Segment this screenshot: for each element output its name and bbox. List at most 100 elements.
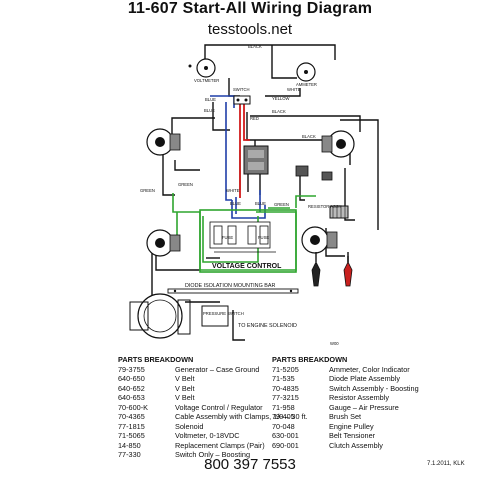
part-number: 640-650 bbox=[118, 374, 145, 383]
parts-row: 70-048 Engine Pulley bbox=[272, 422, 419, 432]
part-number: 71-958 bbox=[272, 402, 295, 412]
generator-bottom-right bbox=[301, 226, 338, 254]
parts-row: 70-600-K Voltage Control / Regulator bbox=[118, 403, 308, 413]
label-green-mid: GREEN bbox=[274, 202, 289, 207]
generator-bottom-left bbox=[146, 229, 181, 257]
parts-row: 630-001 Belt Tensioner bbox=[272, 431, 419, 441]
phone-number: 800 397 7553 bbox=[204, 456, 296, 473]
parts-row: 640-652 V Belt bbox=[118, 384, 308, 394]
solenoid-assembly bbox=[243, 145, 269, 175]
label-blue-mid-2: BLUE bbox=[255, 201, 266, 206]
label-black-mid: BLACK bbox=[272, 109, 286, 114]
part-number: 640-652 bbox=[118, 383, 145, 393]
part-description: Clutch Assembly bbox=[329, 440, 383, 450]
parts-row: 640-650 V Belt bbox=[118, 374, 308, 384]
small-relay bbox=[295, 165, 333, 181]
label-green-left-2: GREEN bbox=[178, 182, 193, 187]
label-voltage-control: VOLTAGE CONTROL bbox=[212, 263, 282, 270]
website-label: tesstools.net bbox=[207, 21, 293, 38]
part-number: 77-1815 bbox=[118, 421, 145, 431]
parts-list-left: PARTS BREAKDOWN 79-3755 Generator – Case … bbox=[118, 355, 308, 460]
voltmeter-gauge bbox=[188, 58, 216, 78]
label-pressure-switch: PRESSURE SWITCH bbox=[203, 311, 244, 316]
label-diode-bar: DIODE ISOLATION MOUNTING BAR bbox=[185, 283, 275, 289]
red-wires bbox=[239, 104, 250, 198]
part-description: Engine Pulley bbox=[329, 421, 374, 431]
part-number: 70-048 bbox=[272, 421, 295, 431]
label-blue: BLUE bbox=[205, 97, 216, 102]
label-switch: SWITCH bbox=[233, 87, 250, 92]
black-wires bbox=[151, 44, 379, 341]
part-number: 71-5065 bbox=[118, 431, 145, 440]
part-description: Switch Only – Boosting bbox=[175, 450, 251, 459]
parts-row: 71-958 Gauge – Air Pressure bbox=[272, 403, 419, 413]
part-description: Cable Assembly with Clamps, 1/0 – 30 ft. bbox=[175, 412, 308, 421]
part-number: 77-330 bbox=[118, 450, 141, 459]
label-fuse-2: FUSE bbox=[258, 235, 269, 240]
label-ammeter: AMMETER bbox=[296, 82, 317, 87]
label-voltmeter: VOLTMETER bbox=[194, 78, 219, 83]
part-number: 630-001 bbox=[272, 431, 299, 440]
label-red: RED bbox=[250, 116, 259, 121]
label-w00: W00 bbox=[330, 341, 339, 346]
part-description: Solenoid bbox=[175, 421, 204, 431]
label-green-left: GREEN bbox=[140, 188, 155, 193]
label-white-mid: WHITE bbox=[226, 188, 240, 193]
generator-top-left bbox=[146, 128, 181, 156]
part-number: 79-3755 bbox=[118, 364, 145, 374]
parts-row: 71-535 Diode Plate Assembly bbox=[272, 374, 419, 384]
clamp-red bbox=[343, 252, 353, 287]
resistor-assembly bbox=[329, 205, 349, 219]
part-number: 71-535 bbox=[272, 374, 295, 383]
part-description: Belt Tensioner bbox=[329, 431, 376, 440]
part-description: Voltage Control / Regulator bbox=[175, 402, 263, 412]
clamp-black bbox=[311, 252, 321, 287]
part-description: Replacement Clamps (Pair) bbox=[175, 440, 265, 450]
part-number: 71-5205 bbox=[272, 364, 299, 374]
label-to-engine-solenoid: TO ENGINE SOLENOID bbox=[238, 323, 297, 329]
parts-heading-right: PARTS BREAKDOWN bbox=[272, 355, 348, 364]
pressure-switch bbox=[201, 305, 229, 327]
label-black-top: BLACK bbox=[248, 44, 262, 49]
label-fuse-1: FUSE bbox=[222, 235, 233, 240]
part-description: Switch Assembly - Boosting bbox=[329, 383, 419, 393]
part-description: Generator – Case Ground bbox=[175, 364, 260, 374]
revision-date: 7.1.2011, KLK bbox=[427, 461, 465, 467]
boost-switch bbox=[233, 95, 251, 105]
parts-row: 77-3215 Resistor Assembly bbox=[272, 393, 419, 403]
part-number: 14-850 bbox=[118, 440, 141, 450]
label-resistor-assy: RESISTOR ASSY bbox=[308, 204, 342, 209]
label-white: WHITE bbox=[287, 87, 301, 92]
parts-row: 70-4365 Cable Assembly with Clamps, 1/0 –… bbox=[118, 412, 308, 422]
part-description: V Belt bbox=[175, 374, 195, 383]
parts-row: 77-330 Switch Only – Boosting bbox=[118, 450, 308, 460]
part-number: 640-653 bbox=[118, 393, 145, 402]
part-number: 70-4365 bbox=[118, 412, 145, 421]
part-description: Brush Set bbox=[329, 412, 362, 421]
ammeter-gauge bbox=[296, 62, 316, 82]
part-description: Resistor Assembly bbox=[329, 393, 390, 402]
page-title: 11-607 Start-All Wiring Diagram bbox=[127, 0, 373, 17]
parts-heading-left: PARTS BREAKDOWN bbox=[118, 355, 194, 364]
diode-isolation-bar bbox=[167, 288, 299, 294]
part-description: Gauge – Air Pressure bbox=[329, 402, 399, 412]
part-description: V Belt bbox=[175, 383, 195, 393]
compressor-clutch bbox=[129, 293, 191, 339]
label-yellow: YELLOW bbox=[272, 96, 290, 101]
part-number: 70-600-K bbox=[118, 402, 149, 412]
part-description: Diode Plate Assembly bbox=[329, 374, 400, 383]
label-blue-2: BLUE bbox=[204, 108, 215, 113]
label-blue-mid: BLUE bbox=[230, 201, 241, 206]
part-number: 77-3215 bbox=[272, 393, 299, 402]
diagram-text: BLACK AMMETER VOLTMETER BLUE SWITCH WHIT… bbox=[140, 44, 342, 346]
parts-row: 77-1815 Solenoid bbox=[118, 422, 308, 432]
parts-row: 14-850 Replacement Clamps (Pair) bbox=[118, 441, 308, 451]
voltage-control-box bbox=[199, 209, 297, 273]
